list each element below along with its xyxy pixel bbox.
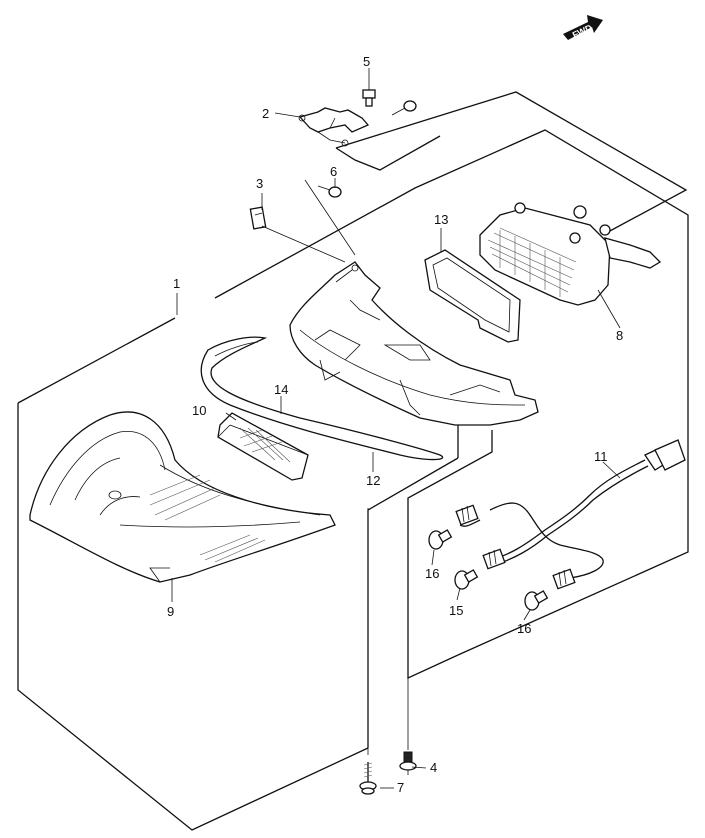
callout-12: 12	[366, 473, 380, 488]
tail-lamp-housing	[479, 202, 662, 306]
callout-7: 7	[397, 780, 404, 795]
callout-16-left: 16	[425, 566, 439, 581]
callout-11: 11	[594, 449, 608, 464]
gasket-seal	[200, 336, 444, 461]
bulb-15	[454, 569, 479, 590]
callout-5: 5	[363, 54, 370, 69]
callout-labels: 1 2 3 4 5 6 7 8 9 10 11 12 13 14 15 16 1…	[167, 54, 623, 795]
callout-15: 15	[449, 603, 463, 618]
callout-14: 14	[274, 382, 288, 397]
callout-10: 10	[192, 403, 206, 418]
lens-gasket	[424, 249, 521, 343]
callout-8: 8	[616, 328, 623, 343]
bolt-7	[359, 762, 377, 795]
screw-5	[362, 89, 376, 107]
forward-arrow-icon: FWD	[563, 15, 603, 40]
screw-right	[391, 100, 417, 116]
callout-9: 9	[167, 604, 174, 619]
rear-bracket	[289, 261, 539, 426]
tail-lamp-lens	[29, 411, 336, 583]
bulb-16-right	[524, 590, 549, 611]
bulb-16-left	[428, 529, 453, 550]
screw-6	[317, 185, 342, 198]
leader-lines	[171, 68, 621, 789]
clip-nut	[249, 206, 267, 230]
callout-16-right: 16	[517, 621, 531, 636]
reflector	[217, 412, 309, 481]
socket-upper	[455, 504, 479, 526]
mounting-bracket	[298, 107, 370, 147]
callout-4: 4	[430, 760, 437, 775]
callout-2: 2	[262, 106, 269, 121]
callout-3: 3	[256, 176, 263, 191]
socket-lower	[552, 568, 576, 590]
socket-middle	[482, 548, 506, 570]
callout-13: 13	[434, 212, 448, 227]
callout-6: 6	[330, 164, 337, 179]
nut-4	[399, 751, 417, 775]
wiring-harness	[455, 439, 686, 590]
callout-1: 1	[173, 276, 180, 291]
